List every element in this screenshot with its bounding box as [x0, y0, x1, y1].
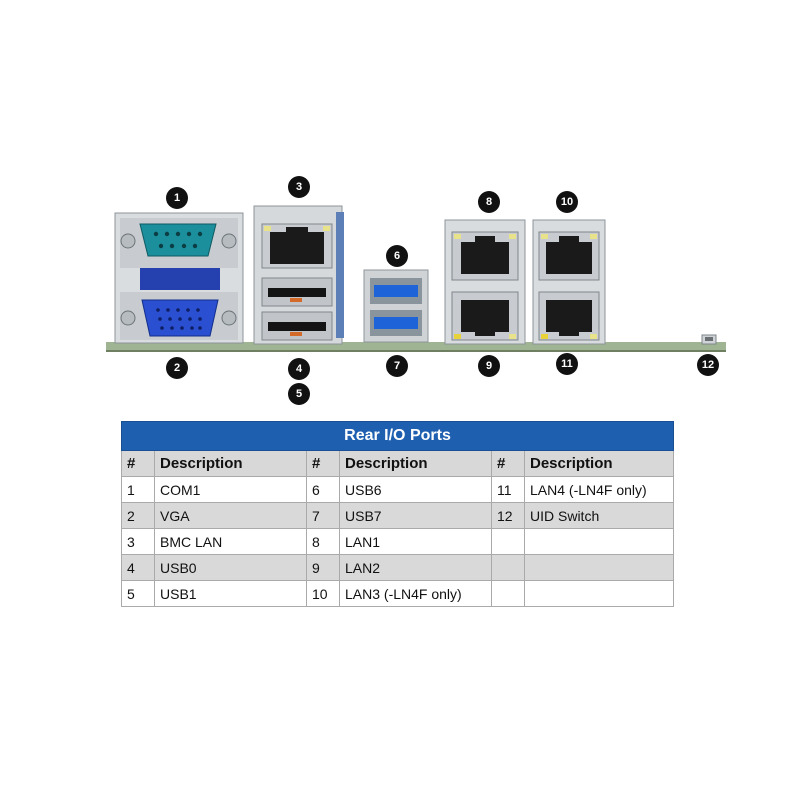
- callout-12: 12: [697, 354, 719, 376]
- usb3-stack: [364, 270, 428, 342]
- column-header-description: Description: [340, 451, 492, 477]
- column-header-number: #: [122, 451, 155, 477]
- column-header-number: #: [492, 451, 525, 477]
- callout-4: 4: [288, 358, 310, 380]
- port-description: [525, 555, 674, 581]
- rear-io-ports-table: Rear I/O Ports # Description # Descripti…: [121, 421, 674, 607]
- callout-3: 3: [288, 176, 310, 198]
- table-row: 3 BMC LAN 8 LAN1: [122, 529, 674, 555]
- callout-11: 11: [556, 353, 578, 375]
- port-description: LAN4 (-LN4F only): [525, 477, 674, 503]
- bmc-lan-usb-stack: [254, 206, 344, 344]
- lan3-lan4-stack: [533, 220, 605, 344]
- port-number: [492, 529, 525, 555]
- callout-7: 7: [386, 355, 408, 377]
- port-description: [525, 529, 674, 555]
- table-row: 5 USB1 10 LAN3 (-LN4F only): [122, 581, 674, 607]
- port-description: LAN1: [340, 529, 492, 555]
- port-number: [492, 555, 525, 581]
- port-number: 2: [122, 503, 155, 529]
- column-header-description: Description: [525, 451, 674, 477]
- port-description: USB1: [155, 581, 307, 607]
- port-description: USB7: [340, 503, 492, 529]
- callout-2: 2: [166, 357, 188, 379]
- table-row: 4 USB0 9 LAN2: [122, 555, 674, 581]
- port-description: LAN3 (-LN4F only): [340, 581, 492, 607]
- callout-6: 6: [386, 245, 408, 267]
- port-number: 1: [122, 477, 155, 503]
- port-number: 5: [122, 581, 155, 607]
- table-title: Rear I/O Ports: [122, 422, 674, 451]
- port-description: BMC LAN: [155, 529, 307, 555]
- column-header-number: #: [307, 451, 340, 477]
- uid-switch: [702, 335, 716, 344]
- port-description: UID Switch: [525, 503, 674, 529]
- port-number: 11: [492, 477, 525, 503]
- lan1-lan2-stack: [445, 220, 525, 344]
- callout-10: 10: [556, 191, 578, 213]
- port-number: 10: [307, 581, 340, 607]
- port-number: 9: [307, 555, 340, 581]
- callout-8: 8: [478, 191, 500, 213]
- table-row: 2 VGA 7 USB7 12 UID Switch: [122, 503, 674, 529]
- port-number: [492, 581, 525, 607]
- port-number: 12: [492, 503, 525, 529]
- table-row: 1 COM1 6 USB6 11 LAN4 (-LN4F only): [122, 477, 674, 503]
- port-number: 3: [122, 529, 155, 555]
- column-header-description: Description: [155, 451, 307, 477]
- port-number: 7: [307, 503, 340, 529]
- port-description: USB0: [155, 555, 307, 581]
- callout-1: 1: [166, 187, 188, 209]
- port-description: LAN2: [340, 555, 492, 581]
- port-description: [525, 581, 674, 607]
- port-number: 8: [307, 529, 340, 555]
- callout-5: 5: [288, 383, 310, 405]
- callout-9: 9: [478, 355, 500, 377]
- port-number: 4: [122, 555, 155, 581]
- com-vga-connector: [115, 213, 243, 343]
- port-description: COM1: [155, 477, 307, 503]
- rear-io-panel-illustration: [0, 0, 800, 410]
- port-description: VGA: [155, 503, 307, 529]
- port-number: 6: [307, 477, 340, 503]
- port-description: USB6: [340, 477, 492, 503]
